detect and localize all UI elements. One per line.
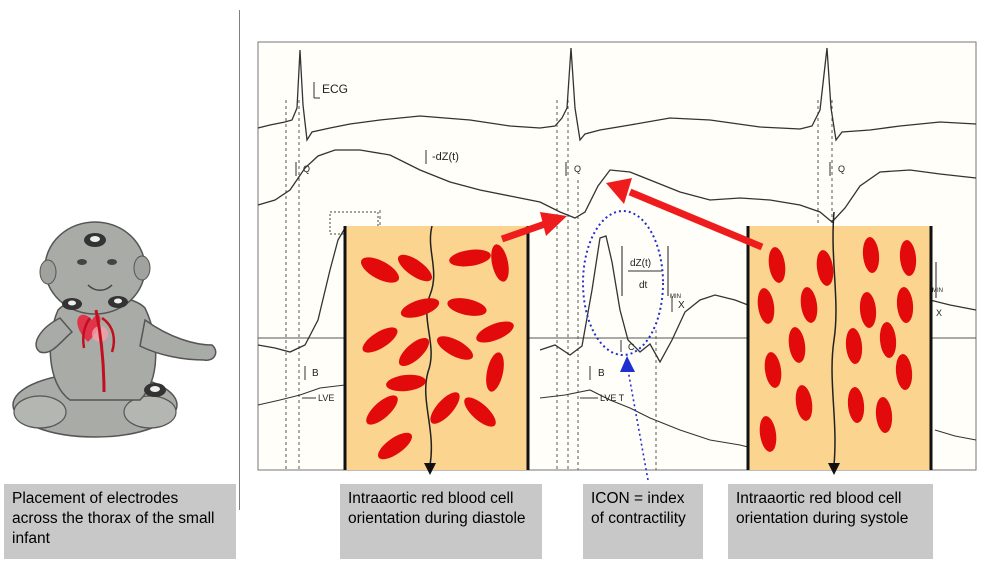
dz-min-subscript: MIN — [670, 294, 681, 300]
caption-icon: ICON = index of contractility — [583, 484, 703, 559]
q-label-1: Q — [303, 164, 310, 174]
caption-systole: Intraaortic red blood cell orientation d… — [728, 484, 933, 559]
x-label-1: X — [678, 300, 685, 311]
q-label-3: Q — [838, 164, 845, 174]
icon-pointer-head — [620, 356, 635, 372]
rbc-diastole — [360, 244, 514, 460]
icon-highlight-ellipse — [582, 210, 664, 356]
waveform-labels: ECG -dZ(t) Q Q Q B B LVE LVE T X X C dZ(… — [303, 82, 943, 403]
panel-divider — [239, 10, 240, 510]
dz-trace — [257, 149, 977, 223]
c-label: C — [628, 342, 635, 352]
caption-electrodes: Placement of electrodes across the thora… — [4, 484, 236, 559]
dz-fraction-denominator: dt — [639, 280, 648, 291]
q-label-2: Q — [574, 164, 581, 174]
lower-trace — [257, 384, 977, 448]
min-label-right: MIN — [932, 288, 943, 294]
lvet-label-1: LVE — [318, 393, 334, 403]
dz-min-bracket — [621, 246, 937, 298]
rbc-systole — [757, 237, 917, 452]
ecg-label: ECG — [322, 82, 348, 96]
lvet-label-2: LVE T — [600, 393, 625, 403]
contractility-trace — [257, 225, 977, 364]
x-label-2: X — [936, 308, 942, 318]
label-ticks — [295, 82, 831, 399]
red-arrows — [500, 178, 764, 251]
dz-label: -dZ(t) — [432, 151, 459, 163]
infant-illustration — [12, 221, 217, 438]
caption-diastole: Intraaortic red blood cell orientation d… — [340, 484, 542, 559]
dz-fraction-numerator: dZ(t) — [630, 258, 651, 269]
b-label-2: B — [598, 368, 605, 379]
icon-pointer-line — [627, 369, 649, 481]
ecg-trace — [257, 47, 977, 142]
b-label-1: B — [312, 368, 319, 379]
